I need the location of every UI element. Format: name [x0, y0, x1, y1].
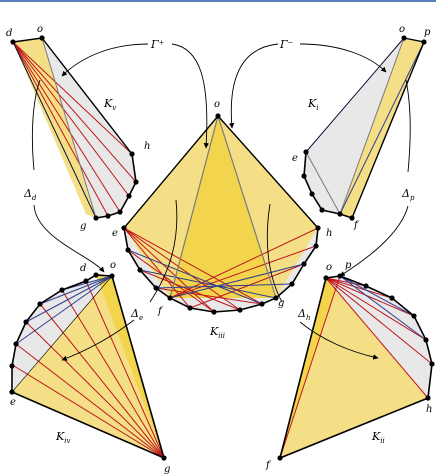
k-i-vertices — [301, 35, 427, 221]
k-ii-boundary — [278, 275, 433, 460]
k-iii-vertices — [121, 113, 321, 315]
k-iii-center-right — [217, 115, 277, 299]
k-iii-yellow-left — [124, 116, 218, 298]
k-i-diag-2 — [339, 37, 405, 215]
gamma-plus-arrow-left — [61, 43, 149, 77]
gamma-minus-label: Γ⁻ — [279, 38, 294, 51]
k-iv-vertices — [9, 272, 167, 461]
gamma-plus-label: Γ⁺ — [150, 38, 165, 51]
k-v-diag-1 — [12, 41, 133, 155]
k-i-left-edge — [305, 37, 405, 153]
k-i-label: Ki — [307, 97, 318, 112]
k-iii-vertex-g: g — [278, 298, 284, 309]
k-iv-vertex-d: d — [80, 263, 86, 274]
k-iv-top-edge — [11, 275, 113, 393]
frame-top-line — [0, 0, 436, 2]
k-iv-yellow-top — [96, 275, 164, 458]
k-iii-yellow-center — [170, 116, 276, 298]
k-v-label: Kv — [103, 97, 116, 112]
k-v-grey-edge — [41, 37, 97, 219]
delta-d-label: Δd — [23, 187, 37, 202]
k-i-figure: o p e f Ki — [292, 24, 431, 231]
gamma-minus-arrow-left — [228, 43, 279, 129]
k-v-left-edge — [12, 41, 97, 219]
k-iii-boundary — [123, 227, 319, 313]
delta-e-label: Δe — [130, 307, 143, 322]
gamma-minus-arrow-right — [299, 43, 387, 73]
k-ii-red-lines — [279, 275, 433, 459]
k-ii-vertex-h: h — [426, 404, 432, 415]
delta-h-label: Δh — [297, 307, 310, 322]
k-iv-vertex-g: g — [164, 464, 170, 474]
k-iv-vertex-o: o — [110, 260, 116, 271]
k-v-vertex-g: g — [80, 221, 86, 232]
k-v-diag-3 — [12, 41, 130, 197]
k-iv-vertex-e: e — [10, 397, 16, 408]
delta-p-arrow — [340, 79, 411, 276]
k-iii-vertex-f: f — [157, 306, 164, 317]
k-iii-yellow-right — [218, 116, 318, 298]
k-ii-blue-lines — [339, 275, 427, 341]
k-iii-figure: o e h f g Kiii — [112, 99, 332, 340]
k-v-diag-2 — [12, 41, 137, 183]
k-iii-label: Kiii — [209, 325, 225, 340]
k-iii-vertex-e: e — [112, 228, 118, 239]
k-v-figure: d o h g Kv — [6, 24, 150, 232]
k-i-vertex-p: p — [424, 27, 431, 38]
k-ii-grey-region — [326, 276, 432, 398]
k-i-diag-4 — [305, 151, 341, 215]
delta-e-arrow — [62, 199, 178, 360]
k-iv-figure: d o e g Kiv — [9, 260, 170, 474]
connection-arrows — [31, 43, 411, 360]
k-iii-vertex-o: o — [214, 99, 220, 110]
k-iii-red-lines — [123, 227, 319, 313]
k-ii-figure: o p h f Kii — [265, 260, 435, 471]
k-ii-vertex-p: p — [345, 260, 352, 271]
k-v-diag-4 — [12, 41, 121, 213]
k-iii-blue-lines — [127, 249, 305, 305]
k-i-diag-3 — [339, 41, 425, 215]
k-ii-vertex-o: o — [326, 262, 332, 273]
k-v-vertex-o: o — [37, 24, 43, 35]
k-i-vertex-f: f — [353, 220, 360, 231]
k-i-grey-region — [304, 38, 404, 214]
k-ii-vertex-f: f — [265, 460, 272, 471]
k-i-vertex-e: e — [292, 153, 298, 164]
k-ii-label: Kii — [371, 430, 385, 445]
delta-p-label: Δp — [401, 187, 415, 202]
k-iii-center-left — [169, 115, 219, 299]
k-iv-yellow-region — [12, 276, 164, 458]
k-v-vertex-h: h — [144, 141, 150, 152]
k-iv-label: Kiv — [55, 430, 70, 445]
k-v-diag-5 — [12, 41, 109, 217]
gamma-plus-arrow-right — [171, 43, 209, 149]
k-iii-vertex-h: h — [326, 228, 332, 239]
k-i-vertex-o: o — [399, 24, 405, 35]
k-v-vertex-d: d — [6, 28, 12, 39]
k-v-vertices — [10, 35, 139, 221]
delta-d-arrow — [31, 79, 104, 272]
delta-h-arrow — [266, 203, 378, 358]
